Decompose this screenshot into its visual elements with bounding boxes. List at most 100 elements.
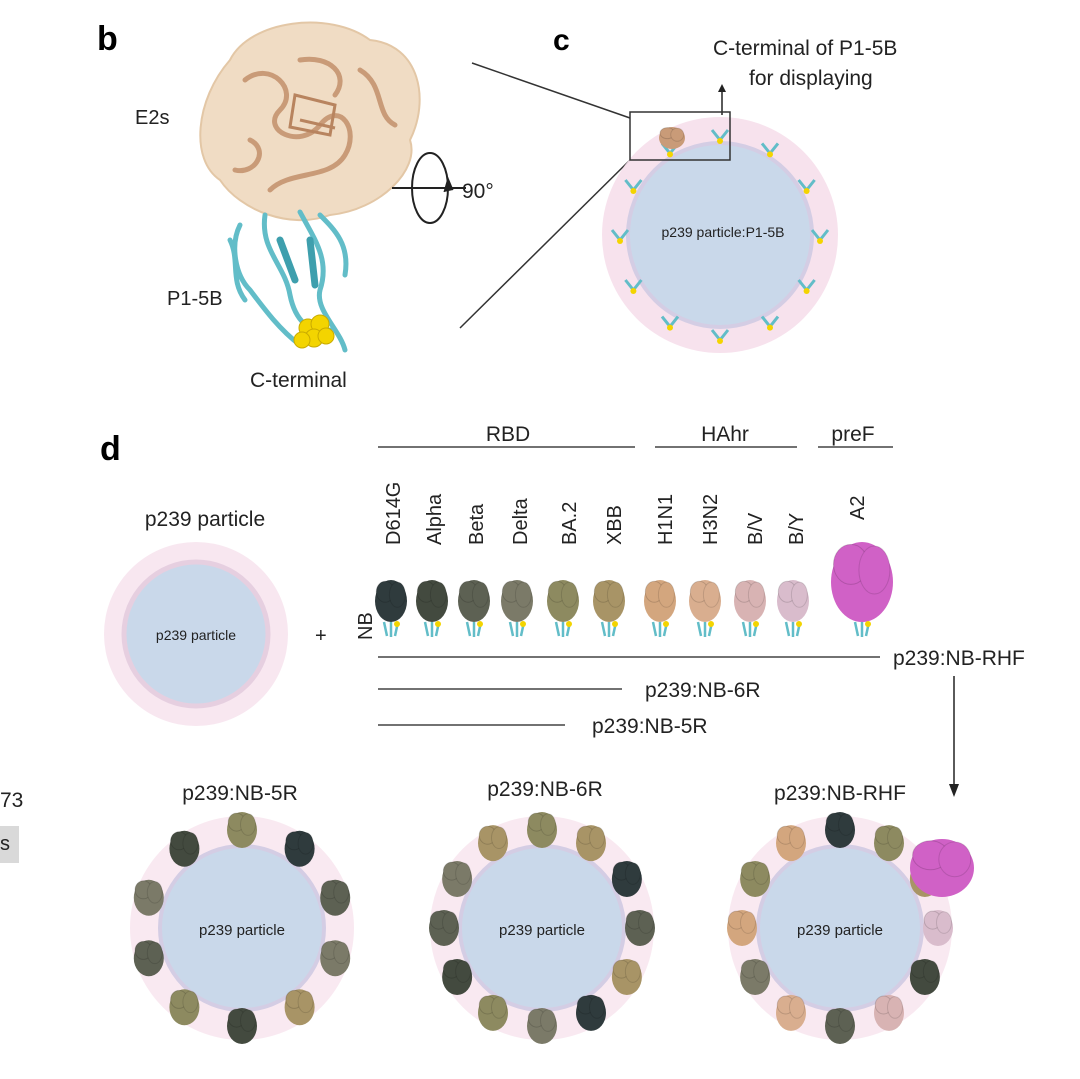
construct-label-rhf: p239:NB-RHF xyxy=(893,647,1025,670)
displayed-antigen-4 xyxy=(909,959,940,995)
particle-c xyxy=(602,117,838,353)
displayed-antigen-7 xyxy=(478,994,508,1031)
assembly-label-6r: p239 particle xyxy=(499,922,585,939)
displayed-antigen-4 xyxy=(284,989,315,1026)
nb-stalk-pref xyxy=(853,621,871,637)
e2s-structure xyxy=(199,21,421,222)
displayed-antigen-1 xyxy=(284,830,315,867)
d-particle-label: p239 particle xyxy=(156,627,236,643)
fusion-protein-pref-a2 xyxy=(831,542,893,622)
displayed-antigen-6 xyxy=(825,1008,855,1044)
fusion-protein-5 xyxy=(593,580,625,622)
assembly-particle-5r xyxy=(130,812,354,1044)
c-terminal-label: C-terminal xyxy=(250,369,347,392)
nb-stalk-6 xyxy=(651,621,669,637)
fusion-protein-9 xyxy=(777,580,809,622)
displayed-antigen-5 xyxy=(227,1008,257,1044)
fusion-protein-4 xyxy=(547,580,579,622)
displayed-antigen-3 xyxy=(320,940,351,977)
fusion-protein-0 xyxy=(375,580,407,622)
displayed-antigen-5 xyxy=(874,994,904,1031)
variant-label-d614g: D614G xyxy=(383,482,405,545)
display-site-0 xyxy=(810,229,830,244)
p15b-label: P1-5B xyxy=(167,288,223,310)
display-site-1 xyxy=(797,279,816,294)
variant-label-h1n1: H1N1 xyxy=(655,494,677,545)
nb-stalk-7 xyxy=(696,621,714,637)
display-site-7 xyxy=(624,179,643,194)
fusion-protein-6 xyxy=(644,580,676,622)
displayed-antigen-9 xyxy=(169,830,200,867)
fusion-protein-2 xyxy=(458,580,490,622)
variant-label-xbb: XBB xyxy=(604,505,626,545)
displayed-antigen-3 xyxy=(625,910,655,946)
panel-c-letter: c xyxy=(553,24,570,57)
displayed-antigen-10 xyxy=(442,861,473,897)
variant-labels: D614G Alpha Beta Delta BA.2 XBB H1N1 H3N… xyxy=(383,482,869,545)
assembly-title-6r: p239:NB-6R xyxy=(487,778,603,801)
rotation-icon xyxy=(392,152,466,224)
c-particle-label: p239 particle:P1-5B xyxy=(662,224,785,240)
group-label-pref: preF xyxy=(831,423,874,446)
variant-label-a2: A2 xyxy=(847,496,869,520)
variant-label-alpha: Alpha xyxy=(424,493,446,545)
construct-label-5r: p239:NB-5R xyxy=(592,715,708,738)
construct-label-6r: p239:NB-6R xyxy=(645,679,761,702)
displayed-antigen-8 xyxy=(442,959,473,995)
display-site-10 xyxy=(760,142,780,158)
c-annotation-line2: for displaying xyxy=(749,67,873,90)
panel-b-letter: b xyxy=(97,20,118,58)
group-label-rbd: RBD xyxy=(486,423,530,446)
displayed-antigen-1 xyxy=(576,825,606,862)
displayed-antigen-10 xyxy=(740,861,771,897)
variant-label-ba2: BA.2 xyxy=(559,502,581,545)
fusion-protein-7 xyxy=(689,580,721,622)
nb-stalk-5 xyxy=(600,621,618,637)
assembly-particle-6r xyxy=(429,812,655,1044)
display-site-6 xyxy=(610,229,630,244)
displayed-pref-a2 xyxy=(910,839,974,897)
fusion-protein-1 xyxy=(416,580,448,622)
displayed-antigen-0 xyxy=(227,812,257,848)
sidebar-number: 73 xyxy=(0,789,24,812)
displayed-antigen-9 xyxy=(727,910,757,946)
display-site-5 xyxy=(624,279,643,294)
assembly-title-5r: p239:NB-5R xyxy=(182,782,298,805)
displayed-antigen-0 xyxy=(527,812,557,848)
displayed-antigen-11 xyxy=(478,825,508,862)
e2s-zoomed xyxy=(659,127,685,149)
nb-stalk-0 xyxy=(382,621,400,637)
sidebar-tab[interactable]: s xyxy=(0,826,19,863)
assembly-title-rhf: p239:NB-RHF xyxy=(774,782,906,805)
nb-stalk-8 xyxy=(741,621,759,637)
variant-label-delta: Delta xyxy=(510,497,532,545)
particle-d-base xyxy=(104,542,288,726)
fusion-protein-8 xyxy=(734,580,766,622)
variant-label-by: B/Y xyxy=(786,513,808,545)
nb-stalk-4 xyxy=(554,621,572,637)
displayed-antigen-1 xyxy=(874,825,904,862)
display-site-11 xyxy=(797,179,816,194)
displayed-antigen-6 xyxy=(169,989,200,1026)
e2s-label: E2s xyxy=(135,107,169,129)
displayed-antigen-3 xyxy=(923,910,953,946)
zoom-box xyxy=(629,111,731,161)
display-site-2 xyxy=(760,315,780,331)
displayed-antigen-9 xyxy=(429,910,459,946)
zoom-line-bottom xyxy=(459,159,631,329)
nb-stalk-2 xyxy=(465,621,483,637)
displayed-antigen-11 xyxy=(776,825,806,862)
nb-stalk-9 xyxy=(784,621,802,637)
assembly-arrowhead xyxy=(949,784,959,797)
fusion-protein-row xyxy=(375,542,893,637)
d-particle-title: p239 particle xyxy=(145,508,265,531)
displayed-antigen-6 xyxy=(527,1008,557,1044)
displayed-antigen-8 xyxy=(133,879,164,916)
assembly-particle-rhf xyxy=(727,812,974,1044)
displayed-antigen-5 xyxy=(576,994,606,1031)
assembly-label-5r: p239 particle xyxy=(199,922,285,939)
nb-stalk-3 xyxy=(508,621,526,637)
plus-sign: + xyxy=(315,625,327,647)
p15b-structure xyxy=(227,209,349,353)
